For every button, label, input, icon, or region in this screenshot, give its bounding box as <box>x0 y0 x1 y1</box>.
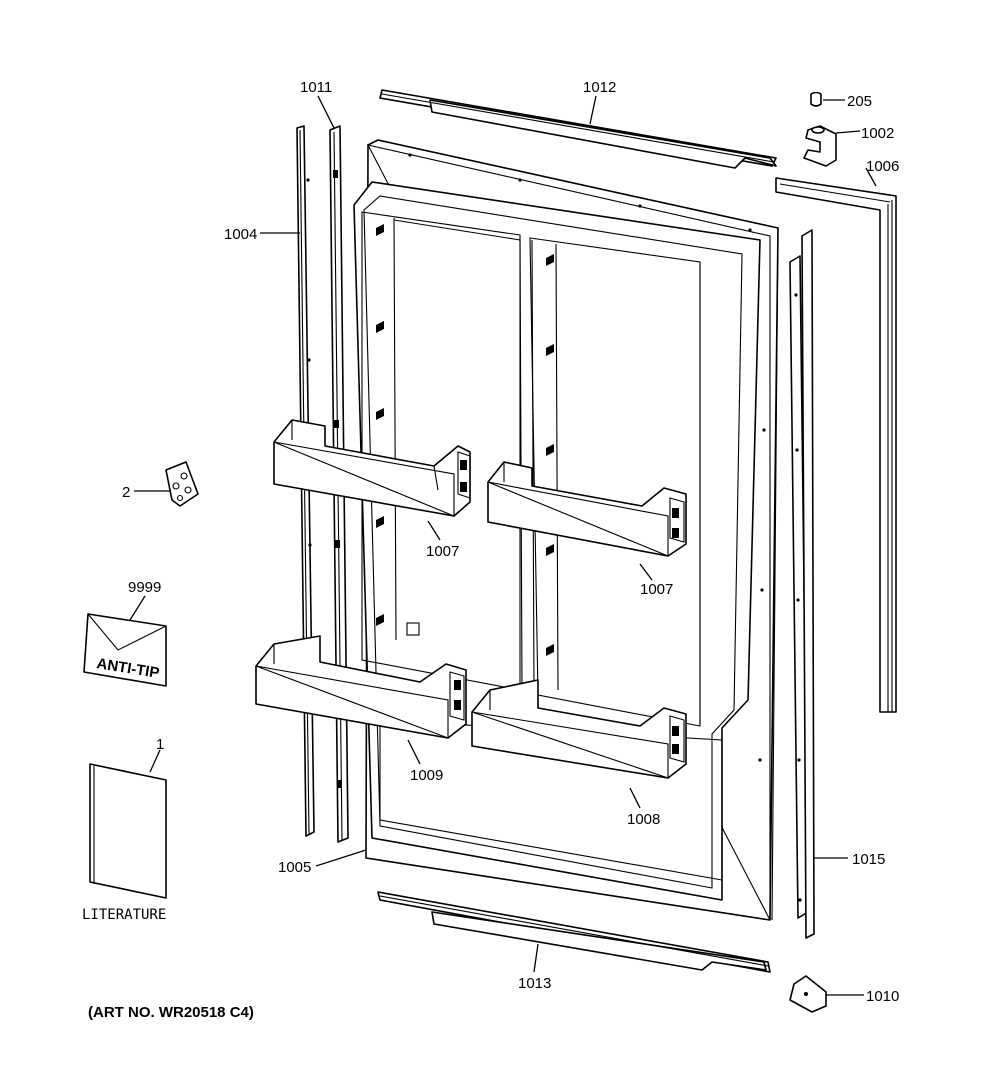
callout-1002: 1002 <box>861 125 894 142</box>
callout-1010: 1010 <box>866 988 899 1005</box>
callout-1013: 1013 <box>518 975 551 992</box>
trim-strip-1015 <box>789 229 815 939</box>
callout-1005: 1005 <box>278 859 311 876</box>
callout-1011: 1011 <box>300 79 332 96</box>
callouts: 1011 1012 205 1002 1006 1004 2 9999 1 10… <box>122 79 899 1005</box>
callout-1015: 1015 <box>852 851 885 868</box>
door-bin-1007-left <box>273 419 471 517</box>
top-trim-1012 <box>379 89 777 169</box>
door-bin-1008 <box>471 679 687 779</box>
door-bin-1009 <box>255 635 467 739</box>
callout-2: 2 <box>122 484 130 501</box>
bracket-1010 <box>789 975 827 1013</box>
anti-tip-envelope: ANTI-TIP <box>83 613 167 687</box>
callout-1007-left: 1007 <box>426 543 459 560</box>
literature-label: LITERATURE <box>82 907 166 923</box>
art-number: (ART NO. WR20518 C4) <box>88 1004 254 1021</box>
literature-booklet <box>89 763 167 899</box>
door-bin-1007-right <box>487 461 687 557</box>
cap-205 <box>810 91 822 107</box>
hinge-1002 <box>803 125 837 167</box>
callout-205: 205 <box>847 93 872 110</box>
callout-9999: 9999 <box>128 579 161 596</box>
bottom-trim-1013 <box>377 891 771 973</box>
callout-1004: 1004 <box>224 226 257 243</box>
callout-1007-right: 1007 <box>640 581 673 598</box>
door-gasket-1006 <box>775 177 897 713</box>
callout-1008: 1008 <box>627 811 660 828</box>
callout-1009: 1009 <box>410 767 443 784</box>
callout-1006: 1006 <box>866 158 899 175</box>
bracket-2 <box>165 461 199 507</box>
callout-1: 1 <box>156 736 164 753</box>
callout-1012: 1012 <box>583 79 616 96</box>
leader-lines <box>129 95 877 996</box>
